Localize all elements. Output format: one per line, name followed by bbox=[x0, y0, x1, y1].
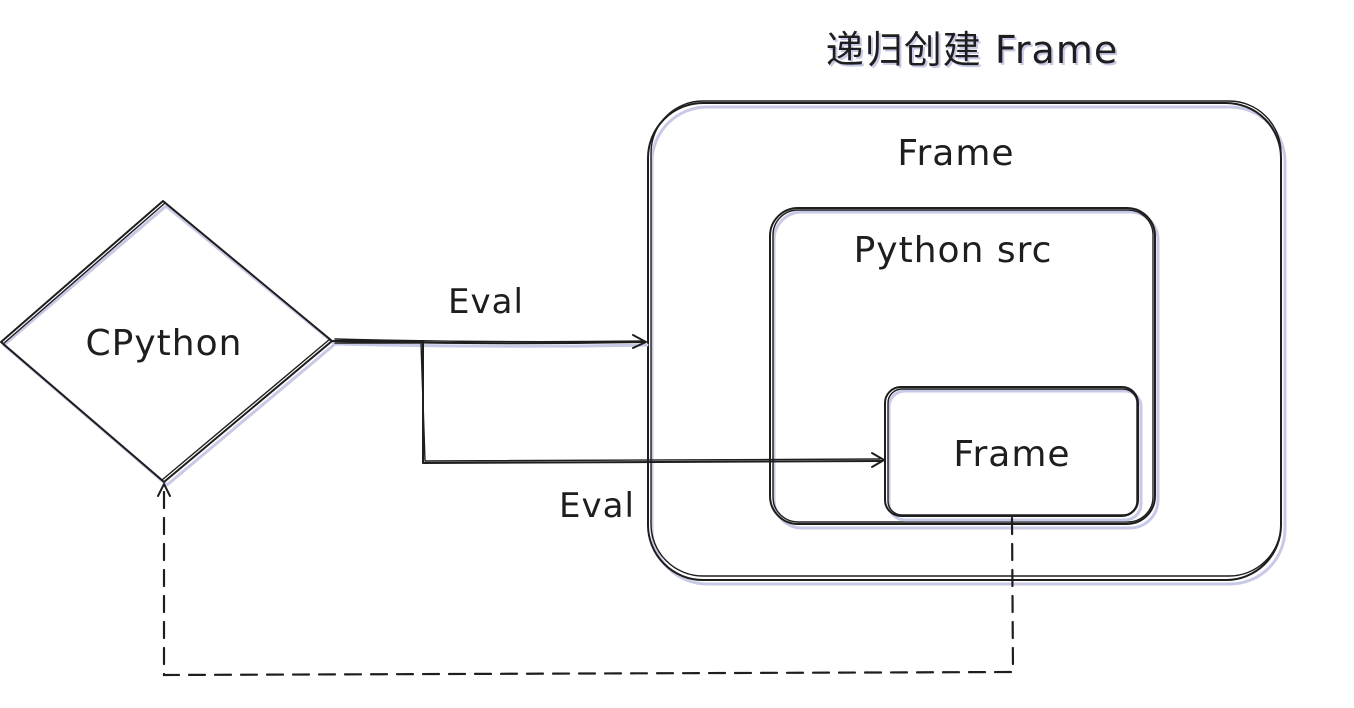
edge-eval-bottom-label: Eval bbox=[559, 486, 635, 526]
inner-frame-node: Frame bbox=[884, 386, 1143, 522]
edge-eval-to-outer-frame: Eval bbox=[332, 282, 649, 349]
edge-return-to-cpython bbox=[157, 483, 1015, 677]
cpython-label: CPython bbox=[86, 323, 243, 364]
diagram-title: 递归创建 Frame bbox=[826, 28, 1118, 72]
outer-frame-label: Frame bbox=[897, 133, 1014, 174]
outer-frame-node: Frame bbox=[647, 100, 1287, 586]
inner-frame-label: Frame bbox=[953, 434, 1070, 475]
python-src-node: Python src bbox=[769, 207, 1160, 530]
python-src-label: Python src bbox=[854, 230, 1053, 271]
edge-eval-top-label: Eval bbox=[448, 282, 524, 322]
diagram-title-shadow: 递归创建 Frame bbox=[828, 30, 1120, 74]
cpython-node: CPython bbox=[0, 200, 337, 487]
edge-eval-to-inner-frame: Eval bbox=[332, 340, 885, 526]
